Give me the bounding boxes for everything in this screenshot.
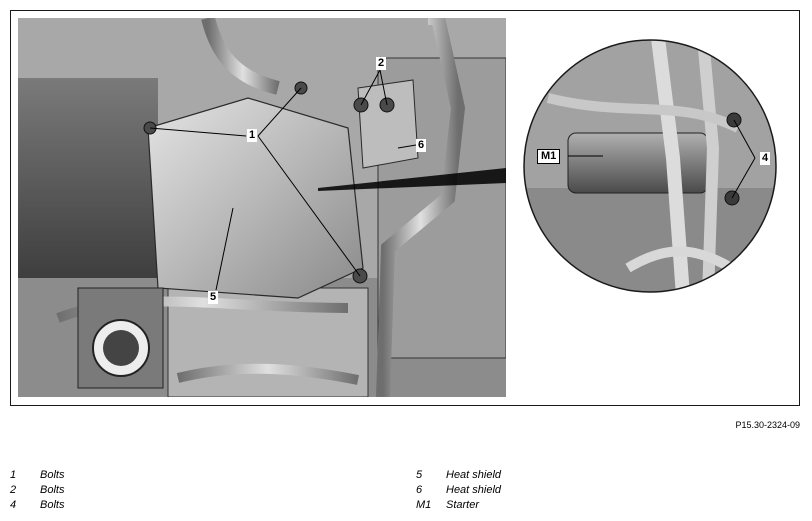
magnified-inset xyxy=(523,39,777,293)
callout-m1: M1 xyxy=(537,149,561,164)
heat-shield-6 xyxy=(357,79,419,169)
legend-item: 4 Bolts xyxy=(10,498,64,513)
legend-label: Heat shield xyxy=(446,469,502,481)
pipe-bottom xyxy=(176,363,359,385)
legend-item: 1 Bolts xyxy=(10,468,64,483)
legend-label: Bolts xyxy=(40,499,65,511)
legend-item: 2 Bolts xyxy=(10,483,64,498)
legend-label: Starter xyxy=(446,499,480,511)
exhaust-pipe-right xyxy=(376,18,466,397)
legend-key: 2 xyxy=(10,484,17,496)
callout-4: 4 xyxy=(760,152,771,165)
pipe-top xyxy=(201,18,280,95)
legend-key: 6 xyxy=(416,484,423,496)
magnifier-pointer xyxy=(318,168,506,191)
legend-item: 6 Heat shield xyxy=(416,483,501,498)
legend-item: 5 Heat shield xyxy=(416,468,501,483)
reference-code: P15.30-2324-09 xyxy=(735,420,800,430)
legend-key: M1 xyxy=(416,499,432,511)
legend-key: 4 xyxy=(10,499,17,511)
callout-1: 1 xyxy=(247,129,258,142)
legend-label: Bolts xyxy=(40,469,65,481)
engine-block-left xyxy=(18,78,158,278)
engine-illustration xyxy=(18,18,506,397)
legend-key: 1 xyxy=(10,469,17,481)
callout-6: 6 xyxy=(416,139,427,152)
leader-lines xyxy=(149,69,417,291)
legend-key: 5 xyxy=(416,469,423,481)
legend-label: Heat shield xyxy=(446,484,502,496)
callout-5: 5 xyxy=(208,291,219,304)
mount-hole xyxy=(103,330,139,366)
inset-border xyxy=(523,39,777,293)
heat-shield-5 xyxy=(147,97,364,299)
starter-body xyxy=(567,132,709,194)
legend-item: M1 Starter xyxy=(416,498,501,513)
legend-label: Bolts xyxy=(40,484,65,496)
callout-2: 2 xyxy=(376,57,387,70)
